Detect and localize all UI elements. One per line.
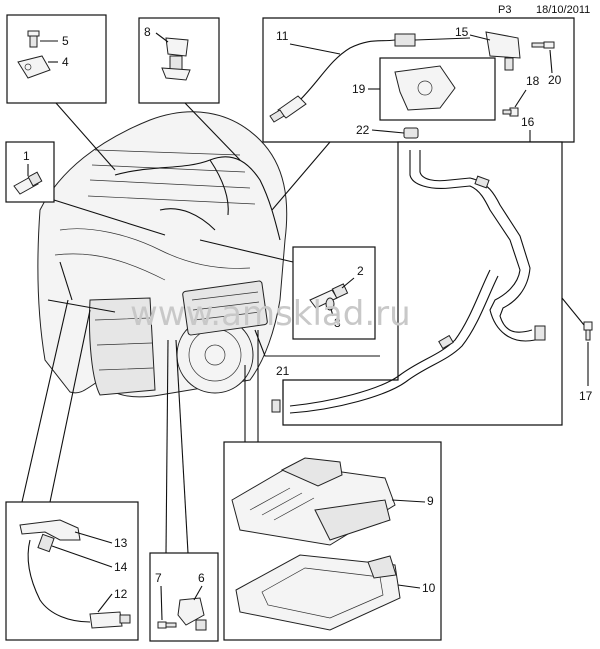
vacuum-pipe-16: [289, 150, 546, 414]
bolt-5: [27, 30, 40, 48]
bolt-18: [502, 107, 519, 117]
callout-9: 9: [427, 494, 434, 508]
callout-11: 11: [276, 29, 289, 43]
callout-2: 2: [357, 264, 364, 278]
part-15-module: [485, 31, 521, 71]
oxygen-sensor-11: [269, 39, 396, 123]
callout-12: 12: [114, 587, 128, 601]
callout-5: 5: [62, 34, 69, 48]
callout-19: 19: [352, 82, 366, 96]
bracket-19: [394, 65, 456, 111]
box-part-1: [5, 141, 55, 203]
diagram-date: 18/10/2011: [536, 4, 591, 16]
callout-14: 14: [114, 560, 128, 574]
callout-18: 18: [526, 74, 540, 88]
callout-21: 21: [276, 364, 290, 378]
ecu-tray-10: [235, 554, 401, 631]
watermark: www.amsklad.ru: [130, 294, 411, 334]
callout-16: 16: [521, 115, 535, 129]
callout-7: 7: [155, 571, 162, 585]
bolt-20: [531, 41, 555, 49]
callout-10: 10: [422, 581, 436, 595]
page-code: P3: [498, 4, 512, 16]
callout-22: 22: [356, 123, 370, 137]
temperature-sensor-1: [13, 171, 43, 195]
washer-3: [325, 297, 335, 311]
sensor-14: [37, 533, 55, 553]
callout-20: 20: [548, 73, 562, 87]
callout-3: 3: [334, 316, 341, 330]
bolt-17: [583, 321, 593, 341]
callout-8: 8: [144, 25, 151, 39]
bracket-13: [19, 519, 81, 541]
camshaft-sensor-4: [17, 55, 51, 79]
callout-17: 17: [579, 389, 593, 403]
clip-21: [271, 399, 281, 413]
sensor-6: [177, 597, 207, 631]
cap-22: [403, 127, 419, 139]
callout-4: 4: [62, 55, 69, 69]
box-parts-4-5: [6, 14, 107, 104]
sensor-2: [309, 283, 349, 309]
callout-6: 6: [198, 571, 205, 585]
engine-assembly: [37, 111, 288, 398]
callout-13: 13: [114, 536, 128, 550]
sensor-12-cable: [27, 539, 131, 629]
ecu-9: [231, 457, 396, 546]
bolt-7: [157, 621, 177, 629]
callout-15: 15: [455, 25, 469, 39]
pressure-sensor-8: [161, 37, 191, 81]
callout-1: 1: [23, 149, 30, 163]
